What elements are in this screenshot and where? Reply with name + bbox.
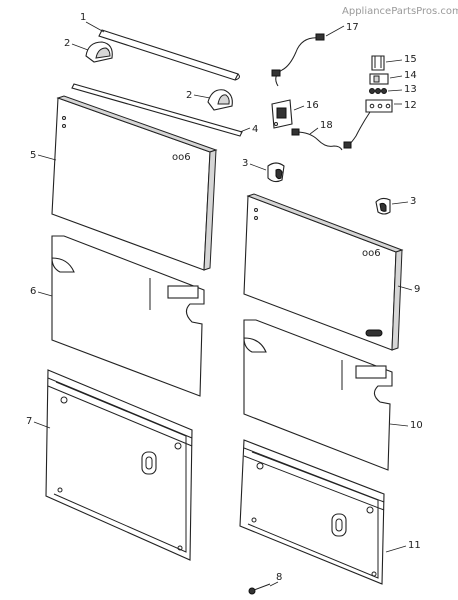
- callout-18: 18: [320, 120, 333, 131]
- left-panel-mark: oo6: [172, 152, 191, 163]
- callout-2b: 2: [186, 90, 192, 101]
- right-panel-mark: oo6: [362, 248, 381, 259]
- callout-4: 4: [252, 124, 258, 135]
- part-3-clip-right[interactable]: [375, 197, 391, 215]
- callout-7: 7: [26, 416, 32, 427]
- part-6-insulation-panel[interactable]: [51, 235, 205, 397]
- part-3-clip-left[interactable]: [267, 162, 285, 183]
- part-1-trim-rod[interactable]: [98, 29, 240, 81]
- part-10-insulation-panel[interactable]: [243, 319, 393, 471]
- callout-3a: 3: [242, 158, 248, 169]
- part-14-switch[interactable]: [369, 73, 389, 85]
- callout-9: 9: [414, 284, 420, 295]
- callout-3b: 3: [410, 196, 416, 207]
- callout-1: 1: [80, 12, 86, 23]
- part-9-outer-door-panel[interactable]: oo6: [243, 193, 404, 351]
- callout-10: 10: [410, 420, 423, 431]
- callout-16: 16: [306, 100, 319, 111]
- part-4-gasket-strip[interactable]: [71, 83, 243, 137]
- callout-17: 17: [346, 22, 359, 33]
- part-7-liner-frame[interactable]: [45, 369, 193, 561]
- callout-13: 13: [404, 84, 417, 95]
- part-17-wire-harness[interactable]: [271, 33, 325, 87]
- callout-14: 14: [404, 70, 417, 81]
- callout-8: 8: [276, 572, 282, 583]
- part-15-bracket[interactable]: [371, 55, 385, 71]
- watermark-text: AppliancePartsPros.com: [342, 6, 458, 17]
- callout-11: 11: [408, 540, 421, 551]
- part-13-screws[interactable]: [369, 88, 387, 94]
- callout-6: 6: [30, 286, 36, 297]
- part-5-door-panel[interactable]: oo6: [51, 95, 218, 271]
- part-8-screw[interactable]: [248, 583, 271, 595]
- callout-15: 15: [404, 54, 417, 65]
- part-12-control-module[interactable]: [343, 99, 393, 149]
- callout-2a: 2: [64, 38, 70, 49]
- part-18-wire-harness[interactable]: [291, 128, 343, 151]
- part-2-end-cap-left[interactable]: [85, 41, 113, 63]
- callout-5: 5: [30, 150, 36, 161]
- callout-12: 12: [404, 100, 417, 111]
- part-2-end-cap-right[interactable]: [207, 89, 233, 111]
- part-11-liner-frame[interactable]: [239, 439, 385, 585]
- part-16-display-board[interactable]: [271, 99, 293, 129]
